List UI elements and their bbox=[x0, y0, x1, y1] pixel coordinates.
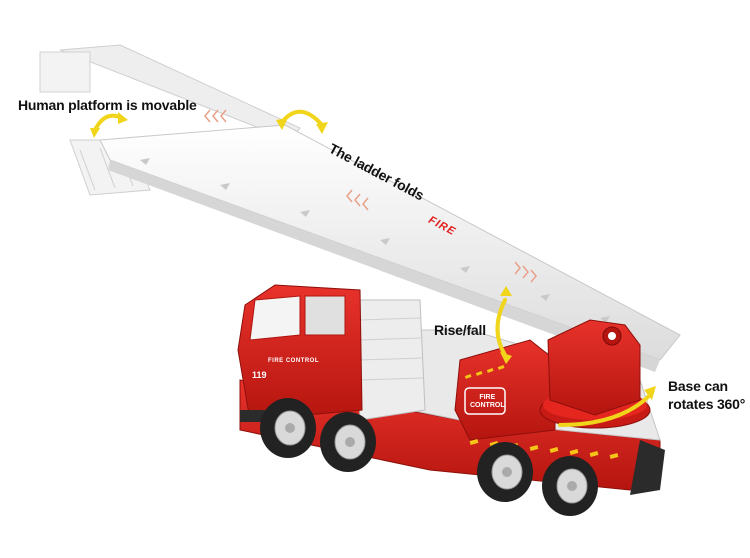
cab-number: 119 bbox=[252, 370, 267, 380]
box-decal-line2: CONTROL bbox=[470, 402, 505, 409]
cab-decal: FIRE CONTROL bbox=[268, 358, 319, 364]
arrow-heads bbox=[90, 112, 656, 400]
box-decal: FIRE CONTROL bbox=[470, 394, 505, 410]
wheel-rear-2 bbox=[542, 456, 598, 516]
label-base-rotates: Base can rotates 360° bbox=[668, 377, 745, 413]
ladder bbox=[99, 109, 681, 372]
wheel-mid bbox=[320, 412, 376, 472]
truck-body bbox=[237, 284, 665, 495]
curved-arrow-icon bbox=[93, 113, 124, 132]
wheel-rear-1 bbox=[477, 442, 533, 502]
box-decal-line1: FIRE bbox=[479, 394, 496, 401]
label-rise-fall: Rise/fall bbox=[434, 322, 486, 338]
wheel-front bbox=[260, 398, 316, 458]
label-base-line1: Base can bbox=[668, 378, 728, 394]
label-base-line2: rotates 360° bbox=[668, 396, 746, 412]
wheels bbox=[260, 398, 598, 516]
label-human-platform: Human platform is movable bbox=[18, 97, 197, 113]
